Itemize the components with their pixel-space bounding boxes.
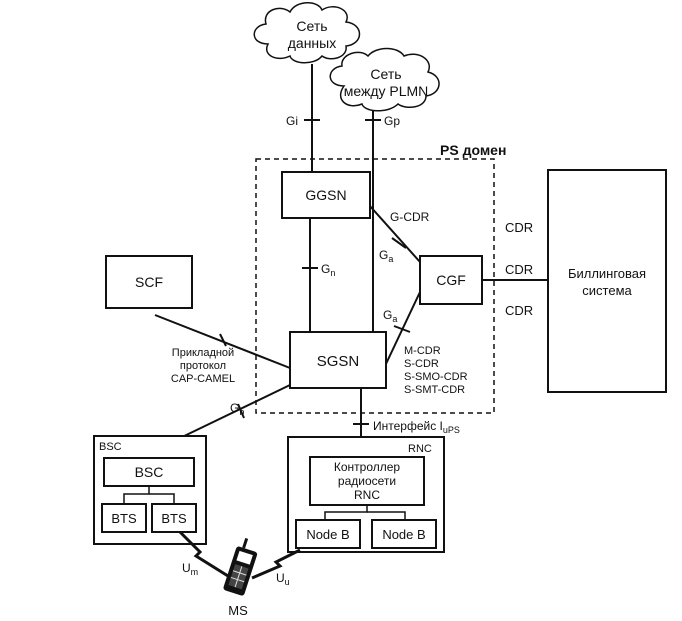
- uu-radio-link: [251, 548, 301, 580]
- camel-label-3: CAP-CAMEL: [171, 373, 235, 385]
- bsc-outer-label: BSC: [99, 441, 122, 453]
- data-network-cloud: Сеть данных: [253, 2, 361, 64]
- rnc-nodeb2-link: [367, 511, 406, 520]
- inter-plmn-label-2: между PLMN: [344, 83, 429, 99]
- billing-cdr-1: CDR: [505, 220, 533, 235]
- bts-node-2: [151, 503, 197, 533]
- gb-tick: [237, 403, 245, 419]
- cap-camel-link: [154, 314, 291, 369]
- cgf-node: [419, 255, 483, 305]
- rnc-controller-label-3: RNC: [354, 488, 380, 502]
- m-cdr-label: M-CDR: [404, 345, 441, 357]
- data-network-label-1: Сеть: [296, 18, 327, 34]
- nodeb-label-2: Node B: [382, 527, 425, 542]
- sgsn-cdr-list: M-CDR S-CDR S-SMO-CDR S-SMT-CDR: [404, 345, 468, 396]
- scf-node: [105, 255, 193, 309]
- rnc-controller-label-1: Контроллер: [334, 460, 401, 474]
- mobile-phone-icon: [223, 537, 258, 596]
- um-radio-link: [178, 530, 229, 578]
- billing-label-2: система: [582, 283, 632, 298]
- s-smo-cdr-label: S-SMO-CDR: [404, 371, 468, 383]
- rnc-controller-label-2: радиосети: [338, 474, 396, 488]
- gn-label: Gn: [321, 262, 335, 278]
- ggsn-node: [281, 171, 371, 219]
- rnc-nodeb1-link: [324, 505, 368, 520]
- ms-label: MS: [228, 603, 248, 618]
- rnc-outer-label: RNC: [408, 443, 432, 455]
- cap-camel-tick: [219, 333, 227, 347]
- bts-node-1: [101, 503, 147, 533]
- data-network-label-2: данных: [288, 35, 336, 51]
- um-label: Um: [182, 561, 198, 577]
- billing-cdr-2: CDR: [505, 262, 533, 277]
- iups-label: Интерфейс IuPS: [373, 419, 460, 435]
- billing-cdr-3: CDR: [505, 303, 533, 318]
- bsc-label: BSC: [135, 464, 164, 480]
- bsc-node: [103, 457, 195, 487]
- gb-link: [177, 384, 291, 440]
- nodeb-label-1: Node B: [306, 527, 349, 542]
- ga-bottom-label: Ga: [383, 308, 397, 324]
- sgsn-label: SGSN: [317, 353, 360, 370]
- inter-plmn-cloud: Сеть между PLMN: [329, 47, 440, 112]
- ps-domain-title: PS домен: [440, 142, 506, 158]
- ga-top-label: Ga: [379, 248, 393, 264]
- bts-label-2: BTS: [161, 511, 187, 526]
- billing-label-1: Биллинговая: [568, 266, 646, 281]
- bsc-bts1-link: [123, 486, 150, 504]
- camel-label-1: Прикладной: [172, 347, 234, 359]
- s-cdr-label: S-CDR: [404, 358, 439, 370]
- g-cdr-label: G-CDR: [390, 210, 430, 224]
- cgf-label: CGF: [436, 272, 466, 288]
- nodeb-node-1: [295, 519, 361, 549]
- gb-label: Gb: [230, 401, 244, 417]
- ga-link-ggsn: [368, 204, 421, 263]
- uu-label: Uu: [276, 571, 290, 587]
- sgsn-node: [289, 331, 387, 389]
- gi-label: Gi: [286, 114, 298, 128]
- ga-top-tick: [391, 237, 407, 249]
- bts-label-1: BTS: [111, 511, 137, 526]
- billing-system-node: [547, 169, 667, 393]
- scf-label: SCF: [135, 274, 163, 290]
- inter-plmn-label-1: Сеть: [370, 66, 401, 82]
- camel-label-2: протокол: [180, 360, 226, 372]
- ga-bottom-tick: [393, 325, 411, 333]
- nodeb-node-2: [371, 519, 437, 549]
- bsc-bts2-link: [149, 493, 175, 504]
- ggsn-label: GGSN: [305, 187, 346, 203]
- gp-label: Gp: [384, 114, 400, 128]
- ps-domain-boundary: [255, 158, 495, 414]
- s-smt-cdr-label: S-SMT-CDR: [404, 384, 465, 396]
